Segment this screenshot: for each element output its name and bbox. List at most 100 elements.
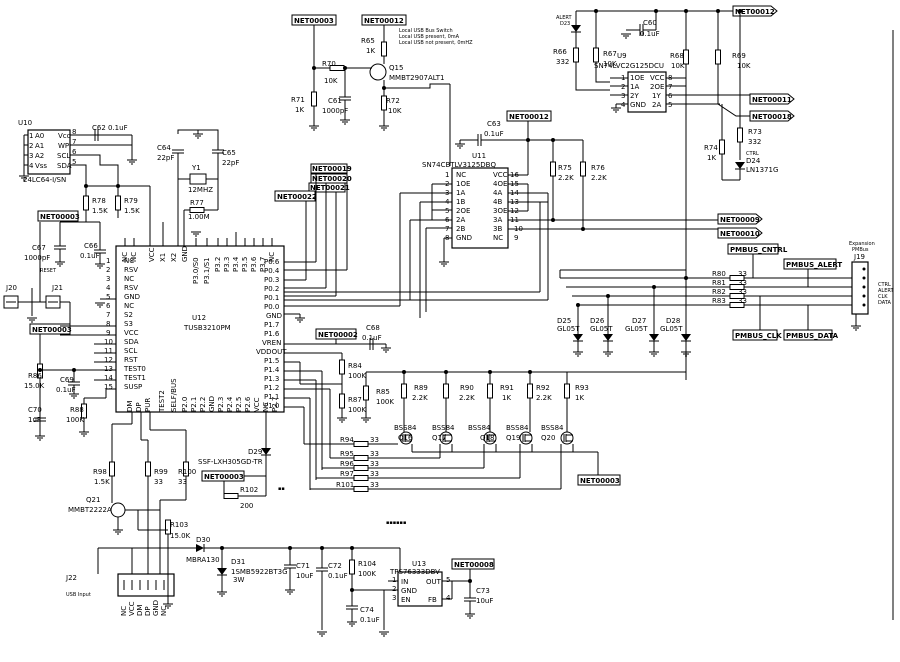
- d27-ref: D27: [632, 317, 646, 325]
- d30-val: MBRA130: [186, 556, 220, 564]
- svg-text:EN: EN: [401, 596, 411, 604]
- c69-ref: C69: [60, 376, 74, 384]
- c63-val: 0.1uF: [484, 130, 504, 138]
- svg-text:NC: NC: [124, 275, 134, 283]
- svg-text:5: 5: [668, 101, 672, 109]
- svg-text:1: 1: [106, 257, 110, 265]
- svg-text:P3.5: P3.5: [241, 257, 249, 272]
- svg-text:TEST1: TEST1: [123, 374, 146, 382]
- svg-text:SDA: SDA: [57, 162, 72, 170]
- svg-text:P0.4: P0.4: [264, 267, 280, 275]
- c70-val: 1uF: [28, 416, 41, 424]
- net-text: NET00018: [752, 113, 792, 121]
- note-usb-notpresent: Local USB not present, 0mHZ: [399, 40, 473, 46]
- svg-text:3: 3: [621, 92, 625, 100]
- j19-pins: [862, 267, 866, 307]
- c66-val: 0.1uF: [80, 252, 100, 260]
- svg-text:1OE: 1OE: [630, 74, 644, 82]
- q21-val: MMBT2222A: [68, 506, 112, 514]
- r68-ref: R68: [670, 52, 684, 60]
- r94-val: 33: [370, 436, 379, 444]
- svg-text:NC: NC: [121, 252, 129, 262]
- r95-ref: R95: [340, 450, 354, 458]
- r66-val: 332: [556, 58, 569, 66]
- c67-val: 1000pF: [24, 254, 50, 262]
- svg-text:2B: 2B: [456, 225, 465, 233]
- r90-ref: R90: [460, 384, 474, 392]
- svg-text:10: 10: [104, 338, 113, 346]
- net-text: NET00008: [454, 561, 494, 569]
- svg-text:RSV: RSV: [124, 284, 138, 292]
- svg-text:P2.6: P2.6: [244, 396, 252, 412]
- y1-ref: Y1: [191, 164, 201, 172]
- r89-ref: R89: [414, 384, 428, 392]
- j19-connector: [851, 261, 869, 315]
- svg-text:P3.1/S1: P3.1/S1: [203, 257, 211, 284]
- svg-text:1B: 1B: [456, 198, 465, 206]
- svg-text:3A: 3A: [493, 216, 502, 224]
- svg-text:Vss: Vss: [35, 162, 47, 170]
- r97-val: 33: [370, 470, 379, 478]
- q21-ref: Q21: [86, 496, 100, 504]
- r79-val: 1.5K: [124, 207, 140, 215]
- net-label-net00003-j21: NET00003: [29, 323, 72, 335]
- net-label-net00019: NET00019: [310, 163, 352, 174]
- svg-text:PMBUS_DATA: PMBUS_DATA: [786, 332, 839, 340]
- net-text: NET00003: [580, 477, 620, 485]
- d29-ref: D29: [248, 448, 262, 456]
- svg-text:1: 1: [392, 576, 396, 584]
- c69-val: 0.1uF: [56, 386, 76, 394]
- svg-text:SCL: SCL: [57, 152, 70, 160]
- d30-diode: [196, 544, 204, 552]
- svg-text:GND: GND: [456, 234, 472, 242]
- ctrl-label: CTRL: [746, 151, 759, 157]
- svg-text:7: 7: [668, 83, 672, 91]
- small-note-2: ▪▪▪▪▪▪: [386, 520, 406, 526]
- r98-val: 1.5K: [94, 478, 110, 486]
- net-text: NET00012: [735, 8, 775, 16]
- svg-text:P0.0: P0.0: [264, 303, 279, 311]
- svg-text:P2.4: P2.4: [226, 396, 234, 412]
- svg-text:7: 7: [106, 311, 110, 319]
- net-text: NET00010: [720, 230, 760, 238]
- r88-ref: R88: [70, 406, 84, 414]
- svg-text:A0: A0: [35, 132, 44, 140]
- net-label-net00012-top: NET00012: [361, 14, 407, 26]
- svg-text:6: 6: [106, 302, 111, 310]
- net-text: NET00003: [40, 213, 80, 221]
- net-text: NET00011: [752, 96, 792, 104]
- svg-text:IN: IN: [401, 578, 408, 586]
- svg-text:4: 4: [621, 101, 626, 109]
- pmbus-data-label: PMBUS_DATA: [783, 329, 839, 341]
- svg-text:3B: 3B: [493, 225, 502, 233]
- svg-text:5: 5: [446, 576, 450, 584]
- svg-text:4OE: 4OE: [493, 180, 507, 188]
- net-text: NET00022: [277, 193, 317, 201]
- u10-ref: U10: [18, 119, 32, 127]
- svg-text:1Y: 1Y: [652, 92, 661, 100]
- r70-val: 10K: [324, 77, 338, 85]
- svg-text:P3.4: P3.4: [232, 256, 240, 272]
- d24-ref: D24: [746, 157, 761, 165]
- q16-ref: Q16: [398, 434, 413, 442]
- r102-ref: R102: [240, 486, 258, 494]
- svg-text:NC: NC: [130, 252, 138, 262]
- svg-text:TEST0: TEST0: [123, 365, 146, 373]
- svg-text:TEST2: TEST2: [158, 390, 166, 413]
- c74-ref: C74: [360, 606, 374, 614]
- r85-val: 100K: [376, 398, 394, 406]
- r88-val: 100K: [66, 416, 84, 424]
- svg-text:9: 9: [514, 234, 518, 242]
- svg-text:WP: WP: [58, 142, 69, 150]
- svg-text:NC: NC: [124, 302, 134, 310]
- net-text: NET00019: [312, 165, 352, 173]
- svg-text:13: 13: [104, 365, 113, 373]
- pmbus-clk-label: PMBUS_CLK: [732, 329, 782, 341]
- r76-ref: R76: [591, 164, 605, 172]
- r100-val: 33: [178, 478, 187, 486]
- svg-text:GND: GND: [181, 246, 189, 262]
- esd-diodes: [572, 333, 692, 342]
- q19-val: BSS84: [506, 424, 529, 432]
